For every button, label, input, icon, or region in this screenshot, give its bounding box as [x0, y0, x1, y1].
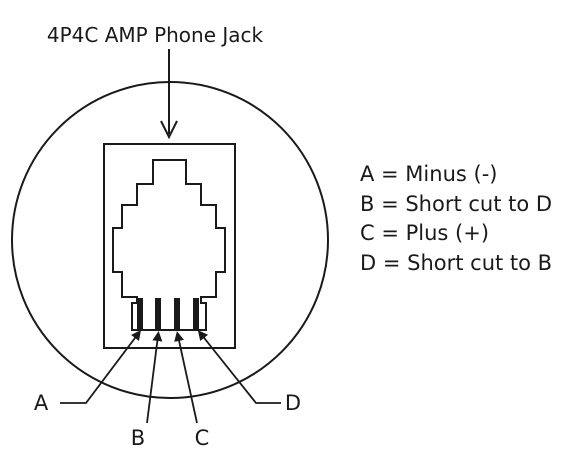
legend-entry-b: B = Short cut to D [360, 192, 552, 216]
jack-body [103, 143, 236, 349]
jack-socket-opening [112, 159, 226, 331]
pin-label-b: B [131, 426, 145, 450]
legend-entry-d: D = Short cut to B [360, 251, 552, 275]
leader-line-b [146, 331, 163, 424]
jack-outline-circle [11, 81, 329, 399]
leader-line-d [197, 330, 281, 404]
legend-entry-a: A = Minus (-) [360, 162, 497, 186]
contact-pin-a [137, 298, 143, 330]
diagram-title: 4P4C AMP Phone Jack [47, 23, 264, 47]
legend-entry-c: C = Plus (+) [360, 221, 489, 245]
title-arrowhead [160, 120, 178, 140]
legend: A = Minus (-) B = Short cut to D C = Plu… [360, 162, 552, 275]
leader-line-a [60, 330, 142, 404]
leader-line-c [174, 331, 198, 424]
pin-label-d: D [285, 391, 301, 415]
pin-label-c: C [195, 426, 210, 450]
contact-pin-d [193, 298, 199, 330]
contact-pin-b [155, 298, 161, 330]
contact-pin-c [174, 298, 180, 330]
pin-label-a: A [34, 391, 49, 415]
